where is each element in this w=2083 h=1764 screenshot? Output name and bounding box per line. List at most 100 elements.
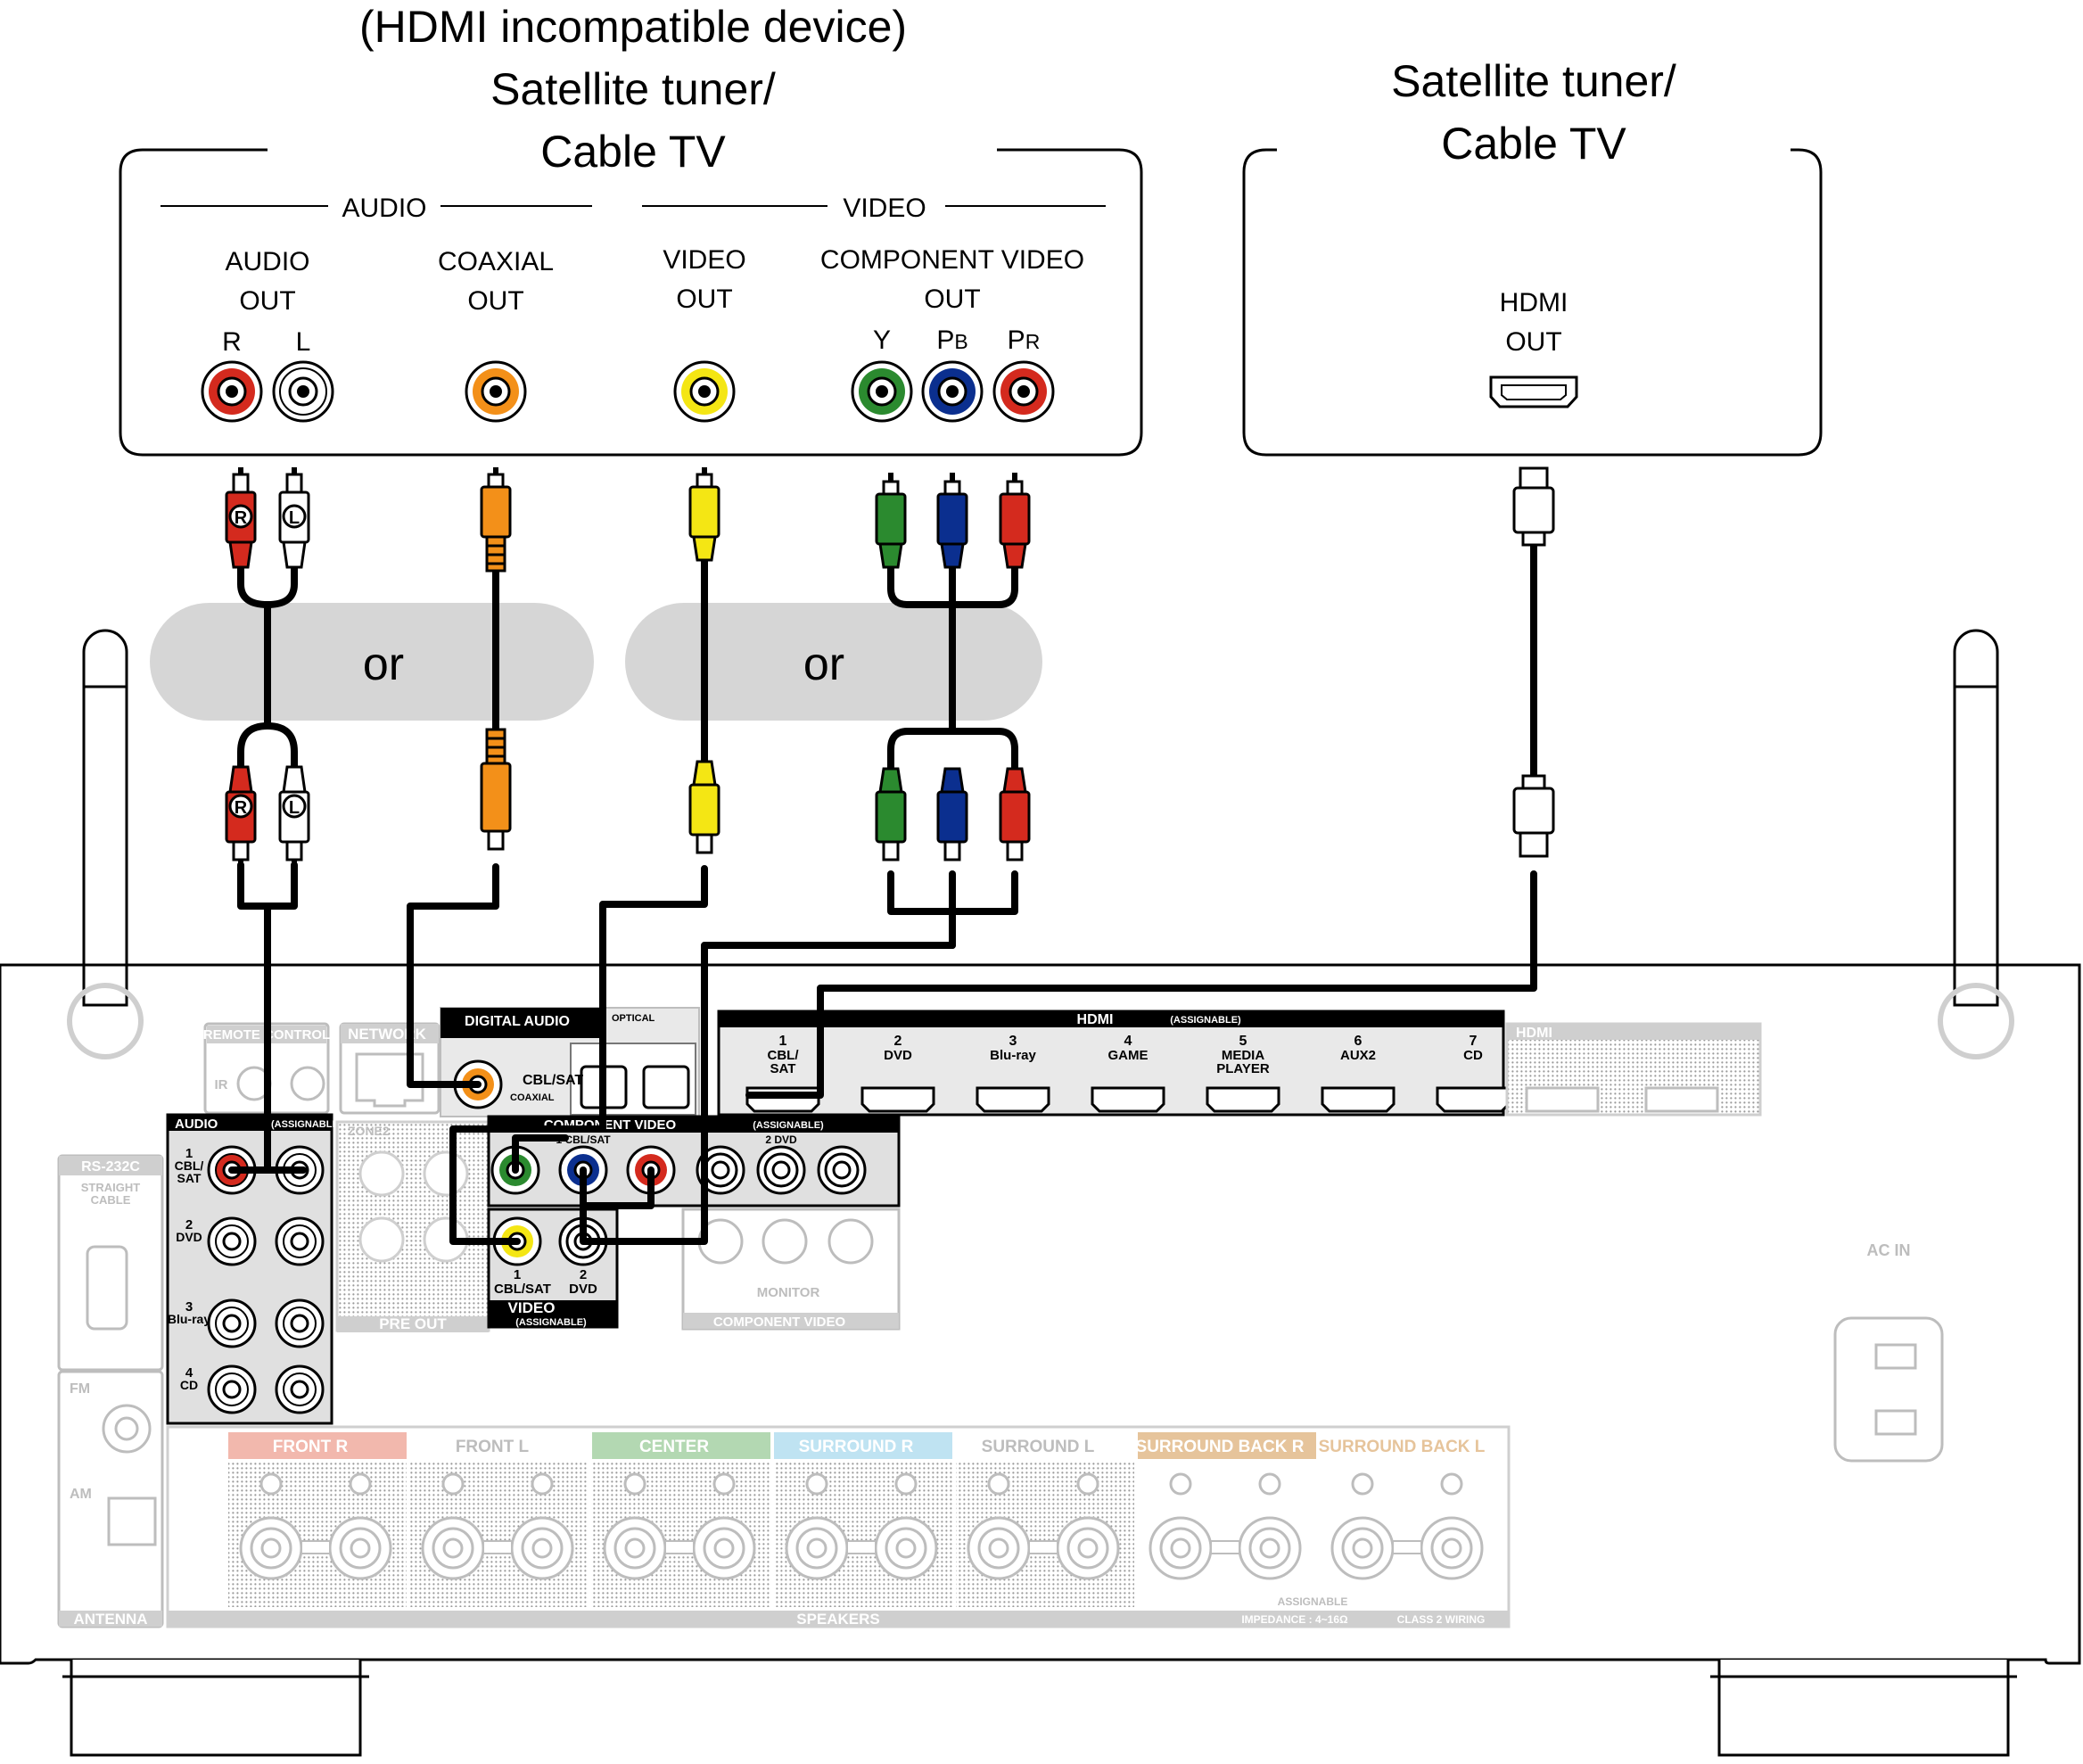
hdmi-in-port-number: 1 [779, 1034, 787, 1049]
monitor-label: MONITOR [757, 1285, 820, 1300]
coaxial-plug-bottom [480, 728, 512, 851]
hdmi-in-port-number: 2 [894, 1034, 902, 1049]
audio-out-l-jack [272, 360, 334, 423]
audio-in-row-label: 2 [185, 1217, 193, 1232]
speaker-binding-post-center [895, 1537, 917, 1559]
audio-in-jack-center [222, 1232, 242, 1251]
speaker-binding-post-inner [703, 1527, 745, 1570]
audio-out-label-2: OUT [239, 286, 295, 316]
speaker-header-label: CENTER [639, 1438, 709, 1456]
audio-group-label: AUDIO [342, 194, 426, 223]
monitor-out-panel [681, 1208, 901, 1331]
cables-lower [228, 861, 1537, 1245]
digital-audio-label: DIGITAL AUDIO [465, 1014, 570, 1029]
digital-audio-coaxial: COAXIAL [510, 1092, 555, 1103]
audio-in-row-label: CBL/ [175, 1158, 204, 1173]
speaker-binding-post-inner [1159, 1527, 1202, 1570]
video-plug-top [688, 467, 720, 562]
speaker-binding-post-inner [1341, 1527, 1384, 1570]
speaker-header-band [1320, 1432, 1498, 1459]
audio-in-row-label: CD [180, 1378, 198, 1392]
component-pb-plug-bottom [936, 767, 968, 861]
speaker-terminal-group: CENTER [592, 1432, 770, 1607]
plus-icon [259, 1472, 283, 1496]
speaker-binding-post [1238, 1516, 1302, 1580]
hdmi-in-port-name: CD [1463, 1048, 1483, 1063]
speaker-header-label: SURROUND R [799, 1438, 914, 1456]
video-out-jack [673, 360, 736, 423]
video-in-header: VIDEO [508, 1299, 556, 1316]
speaker-binding-post [510, 1516, 574, 1580]
minus-icon [531, 1472, 554, 1496]
component-out-label-1: COMPONENT VIDEO [820, 245, 1084, 275]
right-device-title-1: Satellite tuner/ [1391, 56, 1676, 106]
video-in-1-name: CBL/SAT [494, 1282, 551, 1297]
component-in-2: 2 DVD [765, 1133, 797, 1146]
alternative-bubble-left [150, 603, 594, 721]
speaker-header-band [956, 1432, 1134, 1459]
hdmi-in-assignable: (ASSIGNABLE) [1170, 1015, 1241, 1026]
minus-icon [1440, 1472, 1463, 1496]
video-out-label-1: VIDEO [663, 245, 745, 275]
hdmi-in-port-number: 7 [1470, 1034, 1478, 1049]
speaker-terminal-group: FRONT R [228, 1432, 407, 1607]
speaker-binding-post-inner [250, 1527, 292, 1570]
right-device-title-2: Cable TV [1441, 119, 1626, 169]
pre-out-panel [335, 1120, 490, 1332]
speaker-binding-post-inner [613, 1527, 656, 1570]
speaker-binding-post-center [1077, 1537, 1099, 1559]
speaker-binding-post-center [1352, 1537, 1373, 1559]
speaker-binding-post [692, 1516, 756, 1580]
speaker-binding-post-inner [977, 1527, 1020, 1570]
hdmi-in-port-name: MEDIA [1222, 1048, 1265, 1063]
monitor-component-label: COMPONENT VIDEO [713, 1315, 846, 1330]
video-in-assignable: (ASSIGNABLE) [515, 1317, 587, 1328]
speaker-binding-post-inner [432, 1527, 474, 1570]
speaker-binding-post-center [442, 1537, 464, 1559]
audio-l-plug-top: L [278, 467, 310, 569]
speaker-binding-post [967, 1516, 1031, 1580]
left-device-title-1: (HDMI incompatible device) [359, 2, 907, 52]
speaker-terminal-group: SURROUND R [774, 1432, 952, 1607]
component-in-assignable: (ASSIGNABLE) [753, 1120, 824, 1131]
speaker-binding-post [874, 1516, 938, 1580]
audio-r-plug-bottom: R [225, 765, 257, 867]
speaker-bridge [1210, 1540, 1240, 1554]
audio-in-jack-center [290, 1232, 309, 1251]
video-group-label: VIDEO [843, 194, 926, 223]
hdmi-in-port-7: 7CD [1436, 1034, 1511, 1113]
speaker-terminal-group: SURROUND BACK L [1319, 1432, 1498, 1580]
audio-in-header: AUDIO [175, 1117, 218, 1132]
plus-icon [805, 1472, 828, 1496]
jack-label-pr: PR [1008, 326, 1041, 355]
hdmi-plug-bottom [1512, 774, 1555, 858]
hdmi-in-port-number: 4 [1124, 1034, 1132, 1049]
speaker-binding-post-inner [1248, 1527, 1291, 1570]
speaker-binding-post [421, 1516, 485, 1580]
plus-icon [623, 1472, 646, 1496]
speaker-binding-post-center [1259, 1537, 1280, 1559]
antenna-panel [57, 1370, 164, 1628]
coaxial-out-label-1: COAXIAL [438, 247, 554, 276]
speaker-binding-post-inner [339, 1527, 382, 1570]
hdmi-in-port-name: DVD [884, 1048, 912, 1063]
cables-upper [237, 544, 1537, 776]
speaker-binding-post [603, 1516, 667, 1580]
plug-letter-r-bottom: R [235, 798, 248, 818]
plus-icon [1169, 1472, 1192, 1496]
audio-in-jack-center [290, 1314, 309, 1333]
hdmi-in-port-number: 5 [1239, 1034, 1247, 1049]
hdmi-out-label-2: OUT [1505, 327, 1561, 357]
hdmi-in-port-name: SAT [770, 1061, 796, 1076]
hdmi-out-label-1: HDMI [1500, 288, 1568, 317]
jack-label-y: Y [873, 326, 891, 355]
pre-out-label: PRE OUT [379, 1315, 447, 1332]
rs232c-panel [57, 1154, 164, 1372]
audio-in-row-label: Blu-ray [168, 1312, 210, 1326]
